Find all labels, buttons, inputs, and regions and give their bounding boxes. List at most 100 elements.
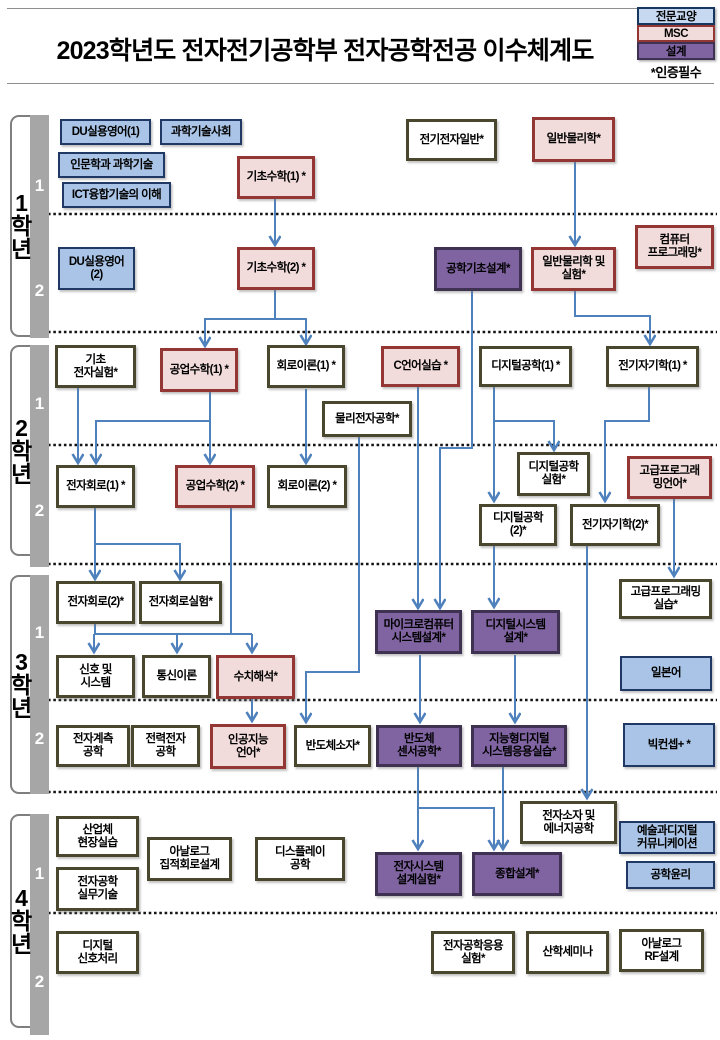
course-label-line: 예술과디지털 — [637, 824, 697, 837]
course-label-line: 전기자기학(2)* — [581, 518, 649, 531]
course-label-line: DU실용영어 — [68, 255, 125, 268]
course-label-line: 고급프로그래 — [639, 464, 700, 477]
course-label-line: 반도체 — [404, 733, 435, 745]
edge-engineering-math-1-to-electronic-circuits-1 — [96, 420, 210, 463]
course-japanese: 일본어 — [620, 656, 712, 691]
year-bar-1 — [30, 115, 49, 338]
course-label-line: 실험* — [541, 474, 566, 486]
edge-basic-math-2-to-circuit-theory-1 — [274, 290, 306, 344]
course-label-line: 아날로그 — [641, 937, 683, 950]
course-du-practical-english-1: DU실용영어(1) — [60, 119, 151, 145]
course-electronic-circuits-1: 전자회로(1) * — [56, 465, 135, 508]
course-basic-math-1: 기초수학(1) * — [237, 156, 315, 199]
course-electromagnetics-2: 전기자기학(2)* — [570, 504, 660, 546]
course-label-line: 물리전자공학* — [335, 412, 399, 425]
course-label-line: 수치해석* — [233, 670, 278, 683]
semester-label-3-1: 1 — [34, 623, 45, 642]
course-label-line: 공학기초설계* — [446, 262, 510, 275]
course-electronic-circuits-2: 전자회로(2)* — [56, 581, 135, 624]
course-label-line: 전자시스템 — [393, 861, 445, 873]
course-label-line: 전자공학 — [77, 876, 119, 888]
year-label-char: 학 — [11, 213, 32, 239]
course-label-line: 디지털공학 — [528, 461, 580, 473]
course-big-concept-plus: 빅컨셉+ * — [623, 723, 715, 767]
course-label-line: 컴퓨터 — [659, 234, 691, 246]
course-general-electricity-electronics: 전기전자일반* — [406, 119, 497, 161]
course-du-practical-english-2: DU실용영어(2) — [58, 247, 135, 290]
course-label-line: 커뮤니케이션 — [637, 837, 697, 850]
edge-semiconductor-sensor-engineering-to-capstone-design — [418, 807, 494, 849]
course-c-language-practice: C언어실습 * — [381, 346, 460, 387]
legend-item-general-education: 전문교양 — [637, 7, 715, 25]
legend: 전문교양 MSC 설계 — [637, 7, 715, 61]
course-communication-theory: 통신이론 — [142, 655, 211, 698]
course-basic-math-2: 기초수학(2) * — [237, 247, 315, 290]
course-label-line: 과학기술사회 — [171, 125, 231, 138]
course-label-line: 통신이론 — [156, 670, 198, 682]
edge-electronic-circuits-1-to-electronic-circuits-lab — [95, 543, 180, 579]
course-label-line: 전력전자 — [145, 733, 187, 745]
course-label-line: 신호 및 — [79, 663, 112, 676]
course-label-line: 일본어 — [651, 667, 682, 679]
course-engineering-basic-design: 공학기초설계* — [434, 247, 522, 291]
course-label-line: 종합설계* — [495, 867, 539, 880]
course-label-line: 디지털공학(1) * — [491, 360, 560, 372]
legend-footnote: *인증필수 — [650, 65, 702, 80]
semester-label-1-2: 2 — [34, 281, 45, 300]
course-label-line: 전자공학응용 — [443, 939, 503, 952]
course-electronic-circuits-lab: 전자회로실험* — [139, 581, 222, 624]
course-label-line: 공학 — [290, 859, 311, 871]
course-label-line: 전자계측 — [73, 733, 114, 745]
course-label-line: 전기자기학(1) * — [618, 360, 687, 372]
course-label-line: 마이크로컴퓨터 — [383, 619, 454, 631]
course-industry-academia-seminar: 산학세미나 — [526, 931, 609, 974]
course-label-line: 디지털공학 — [493, 512, 544, 524]
course-label-line: (2)* — [509, 525, 527, 537]
course-label-line: 디지털시스템 — [485, 619, 546, 631]
course-digital-engineering-1: 디지털공학(1) * — [479, 346, 572, 387]
course-semiconductor-devices: 반도체소자* — [294, 725, 371, 767]
course-label-line: 전자회로(1) * — [66, 480, 125, 492]
course-label-line: 반도체소자* — [305, 739, 360, 752]
course-numerical-analysis: 수치해석* — [216, 655, 295, 699]
year-label-char: 년 — [11, 460, 32, 487]
year-bar-4 — [30, 814, 49, 1035]
course-label-line: 일반물리학* — [546, 133, 601, 145]
course-label-line: 시스템응용실습* — [482, 746, 556, 758]
legend-item-design: 설계 — [637, 42, 715, 61]
course-label-line: 에너지공학 — [543, 822, 595, 835]
year-label-char: 1 — [15, 190, 28, 216]
course-label-line: 신호처리 — [77, 952, 119, 965]
course-label-line: 공업수학(1) * — [169, 363, 229, 376]
course-label-line: 현장실습 — [77, 836, 119, 849]
course-label-line: 공업수학(2) * — [185, 480, 245, 492]
header-rule — [7, 8, 714, 9]
course-label-line: 산업체 — [82, 823, 114, 836]
course-label-line: 기초 — [85, 353, 107, 366]
course-digital-engineering-2: 디지털공학(2)* — [479, 504, 557, 546]
course-label-line: RF설계 — [644, 950, 679, 963]
year-label-char: 년 — [11, 694, 32, 721]
year-bar-3 — [30, 575, 49, 794]
course-label-line: 실험* — [561, 269, 586, 281]
course-physical-electronics: 물리전자공학* — [322, 401, 412, 437]
